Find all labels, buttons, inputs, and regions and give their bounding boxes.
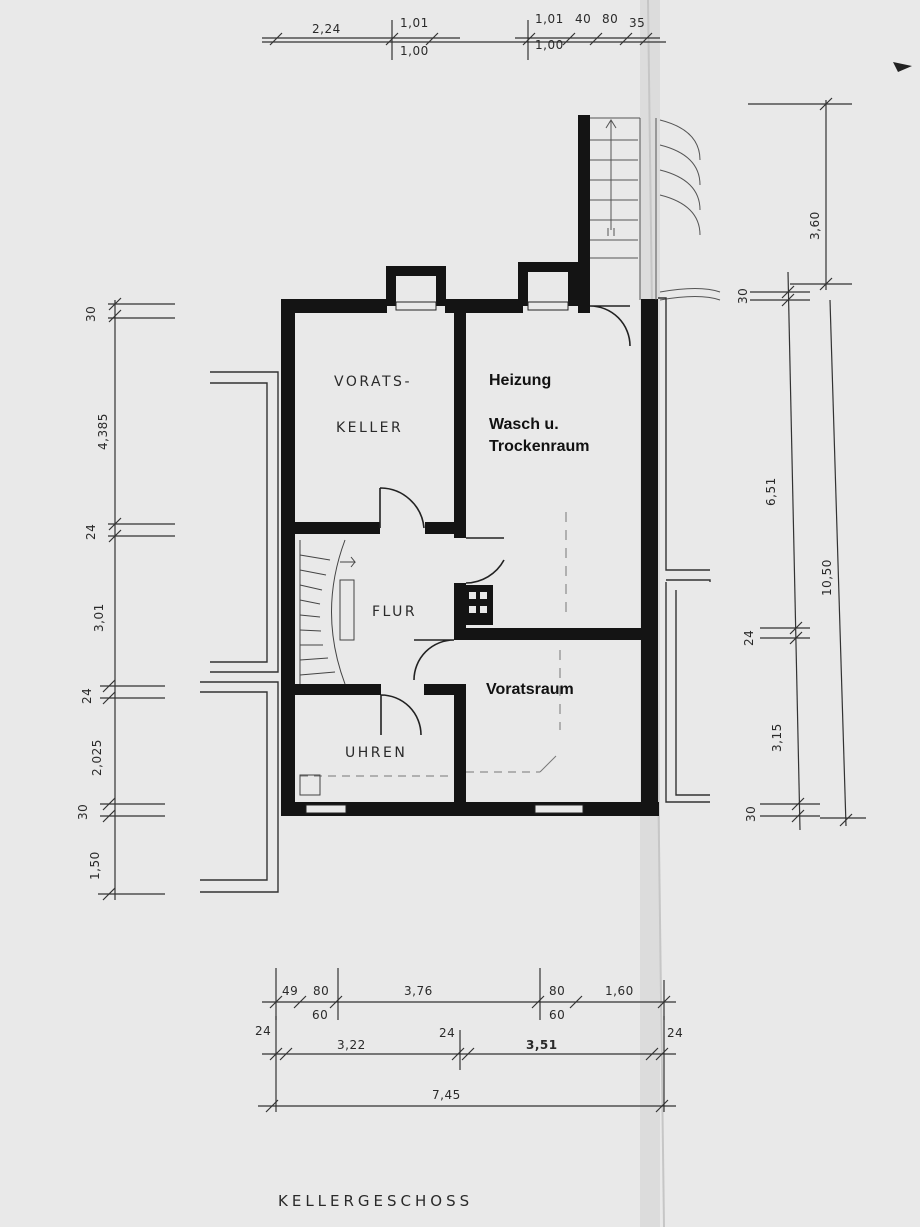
dim-right-3: 6,51 — [764, 477, 778, 506]
wall-flur-uhren — [295, 684, 381, 695]
door-heizung — [465, 537, 505, 584]
room-voratsraum-label: Voratsraum — [486, 681, 574, 698]
dim-left-3: 24 — [84, 523, 98, 540]
door-vorats — [379, 487, 425, 529]
dim-bottom-r1b-2: 60 — [549, 1008, 566, 1022]
room-heizung-label: Heizung — [489, 372, 552, 389]
neighbour-right — [658, 297, 711, 803]
dim-bottom-r1-4: 80 — [549, 984, 566, 998]
chimney-flues — [469, 592, 487, 613]
dim-bottom-r2-3: 24 — [439, 1026, 456, 1040]
dim-right-5: 3,15 — [770, 723, 784, 752]
dash-4 — [539, 755, 557, 773]
room-vorats-keller-label-1: VORATS- — [334, 374, 412, 390]
dim-bottom-r2-1: 24 — [255, 1024, 272, 1038]
shaft-left — [386, 266, 446, 276]
dim-right-1: 3,60 — [808, 211, 822, 240]
wall-top-left — [281, 299, 387, 313]
dim-right-7: 10,50 — [820, 559, 834, 596]
dim-top-8: 1,00 — [535, 38, 564, 52]
dim-top-3: 1,00 — [400, 44, 429, 58]
stair-wall-left — [578, 115, 590, 313]
dim-bottom-r1-2: 80 — [313, 984, 330, 998]
door-uhren — [380, 694, 422, 736]
uhren-box — [299, 774, 321, 796]
door-top — [589, 305, 631, 347]
dim-right-2: 30 — [736, 287, 750, 304]
dim-bottom-r2-2: 3,22 — [337, 1038, 366, 1052]
corner-mark — [893, 62, 912, 72]
shaft-left-r — [436, 266, 446, 306]
room-wasch-label-1: Wasch u. — [489, 416, 559, 433]
wall-heizung-vorats — [454, 628, 641, 640]
wall-top-mid — [445, 299, 523, 313]
shaft-right-r — [568, 262, 578, 306]
dim-right-6: 30 — [744, 805, 758, 822]
dim-bottom-r3: 7,45 — [432, 1088, 461, 1102]
dim-top-1: 2,24 — [312, 22, 341, 36]
dim-left-1: 30 — [84, 305, 98, 322]
wall-vorats-flur — [295, 522, 380, 534]
wall-center-upper — [454, 313, 466, 538]
dim-bottom-r1-3: 3,76 — [404, 984, 433, 998]
wall-left — [281, 299, 295, 816]
wall-flur-uhren-r — [424, 684, 466, 695]
shaft-right — [518, 262, 578, 272]
dim-left-6: 2,025 — [90, 739, 104, 776]
dim-left-2: 4,385 — [96, 413, 110, 450]
room-vorats-keller-label-2: KELLER — [336, 420, 404, 436]
shaft-right-l — [518, 262, 528, 306]
dim-bottom-r1-1: 49 — [282, 984, 299, 998]
dim-top-2: 1,01 — [400, 16, 429, 30]
door-flur-vorats — [413, 639, 455, 681]
doors — [379, 305, 631, 736]
dim-left-4: 3,01 — [92, 603, 106, 632]
dimension-lines — [98, 20, 866, 1113]
chimney — [463, 585, 493, 625]
shaft-left-l — [386, 266, 396, 306]
dim-left-8: 1,50 — [88, 851, 102, 880]
room-wasch-label-2: Trockenraum — [489, 438, 590, 455]
wall-uhren-right — [454, 684, 466, 802]
dim-bottom-r1b-1: 60 — [312, 1008, 329, 1022]
windows — [305, 301, 584, 814]
plan-title: KELLERGESCHOSS — [278, 1192, 474, 1210]
room-uhren-label: UHREN — [345, 745, 408, 761]
dim-left-5: 24 — [80, 687, 94, 704]
dim-bottom-r2-5: 24 — [667, 1026, 684, 1040]
dim-bottom-r2-4: 3,51 — [526, 1038, 558, 1052]
dim-top-4: 1,01 — [535, 12, 564, 26]
dim-top-5: 40 — [575, 12, 592, 26]
dim-top-7: 35 — [629, 16, 646, 30]
neighbour-left — [200, 371, 279, 893]
dim-right-4: 24 — [742, 629, 756, 646]
outside-stair — [590, 117, 721, 301]
interior-stair — [299, 539, 357, 685]
dim-top-6: 80 — [602, 12, 619, 26]
wall-right — [641, 299, 658, 816]
room-flur-label: FLUR — [372, 604, 418, 620]
dim-left-7: 30 — [76, 803, 90, 820]
dim-bottom-r1-5: 1,60 — [605, 984, 634, 998]
